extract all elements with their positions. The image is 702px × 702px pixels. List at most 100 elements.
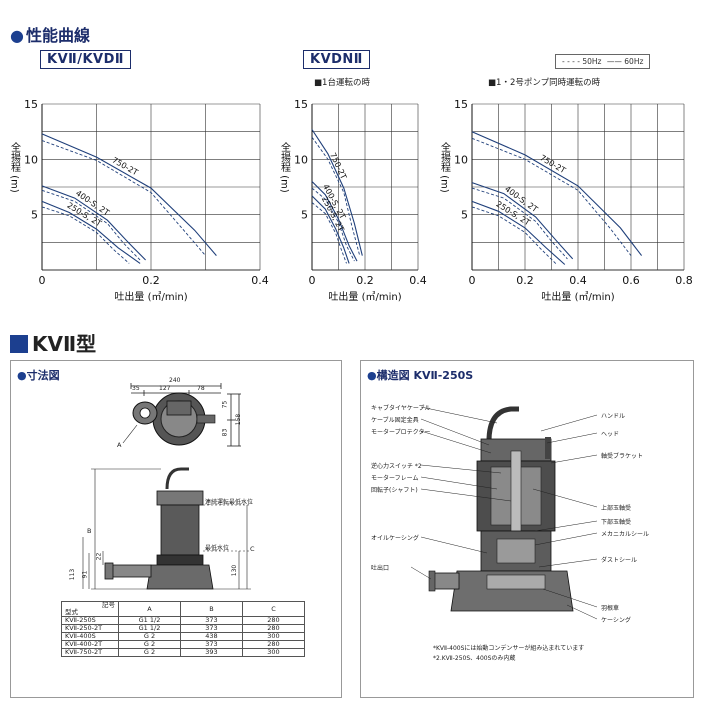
y-tick-label: 5: [461, 209, 468, 222]
structure-drawing-panel: ●構造図 KVⅡ-250S: [360, 360, 694, 698]
series-line-7502t-50hz: [41, 140, 206, 256]
dim-78: 78: [197, 385, 205, 392]
label-b: B: [87, 527, 92, 535]
dim-35: 35: [132, 385, 140, 392]
section-kv-type-title: KVⅡ型: [10, 328, 96, 357]
header-kigou: 記号: [102, 601, 115, 609]
curve-label: 750-2T: [111, 156, 140, 178]
y-tick-label: 10: [24, 153, 38, 166]
structure-cross-section: [410, 406, 598, 620]
label-rotor-shaft: 回転子(シャフト): [371, 487, 418, 494]
series-line-400s2t-60hz: [471, 182, 574, 260]
footnote-switch: *2.KVⅡ-250S、400Sのみ内蔵: [433, 655, 516, 662]
frequency-legend: - - - - 50Hz —— 60Hz: [555, 54, 651, 69]
series-line-400s2t-50hz: [41, 189, 141, 261]
x-tick-label: 0.6: [622, 274, 640, 287]
dim-91: 91: [81, 570, 89, 579]
dim-83: 83: [221, 428, 229, 437]
series-line-250s2t-50hz: [311, 202, 347, 264]
series-line-400s2t-50hz: [471, 187, 568, 260]
curve-label: 750-2T: [328, 151, 348, 180]
x-tick-label: 0.2: [516, 274, 534, 287]
label-motor-frame: モーターフレーム: [371, 475, 419, 482]
series-line-7502t-60hz: [471, 131, 643, 256]
label-dust-seal: ダストシール: [601, 557, 638, 564]
label-oil-casing: オイルケーシング: [371, 535, 419, 542]
pump-side-view: [104, 467, 214, 590]
x-tick-label: 0.2: [142, 274, 160, 287]
legend-60hz-swatch: ——: [606, 57, 622, 66]
model-label-kvdn: KVDNⅡ: [303, 50, 370, 69]
dim-75: 75: [221, 400, 229, 409]
level-min: 最低水位: [205, 545, 230, 552]
label-a: A: [117, 441, 122, 449]
x-axis-label: 吐出量 (㎥/min): [114, 290, 187, 302]
x-tick-label: 0.4: [569, 274, 587, 287]
header-col-a: A: [118, 601, 181, 617]
y-tick-label: 15: [24, 98, 38, 111]
label-head: ヘッド: [601, 431, 620, 438]
level-continuous-min: 連続運転最低水位: [205, 499, 254, 506]
legend-60hz-label: 60Hz: [624, 57, 644, 66]
y-tick-label: 15: [294, 98, 308, 111]
y-tick-label: 15: [454, 98, 468, 111]
dim-22: 22: [95, 552, 103, 561]
label-discharge-port: 吐出口: [371, 565, 390, 572]
pump-cross-section: [428, 406, 574, 612]
series-line-250s2t-60hz: [311, 195, 350, 264]
model-label-kv-kvd: KVⅡ/KVDⅡ: [40, 50, 131, 69]
label-cable-clamp: ケーブル固定金具: [371, 417, 419, 424]
series-line-7502t-60hz: [311, 129, 363, 256]
series-line-400s2t-60hz: [311, 181, 358, 262]
series-line-250s2t-60hz: [41, 200, 141, 264]
cell-b: 393: [180, 648, 243, 657]
x-tick-label: 0: [309, 274, 316, 287]
pump-top-view: [132, 392, 216, 446]
header-model: 型式: [65, 608, 78, 616]
y-axis-label: 全揚程 (m): [279, 141, 291, 193]
dim-113: 113: [69, 568, 77, 581]
series-line-250s2t-50hz: [41, 206, 130, 264]
header-col-b: B: [180, 601, 243, 617]
footnote-capacitor: *KVⅡ-400Sには始動コンデンサーが組み込まれています: [433, 645, 585, 652]
dimension-drawing-title: ●寸法図: [17, 369, 60, 382]
cell-a: G 2: [118, 648, 181, 657]
header-col-c: C: [242, 601, 305, 617]
note-dual-operation: ■1・2号ポンプ同時運転の時: [488, 78, 601, 88]
dim-158: 158: [235, 413, 243, 426]
x-axis-label: 吐出量 (㎥/min): [328, 290, 401, 302]
label-motor-protector: モータープロテクター: [371, 429, 431, 436]
series-line-400s2t-50hz: [311, 187, 355, 262]
x-tick-label: 0: [39, 274, 46, 287]
label-mechanical-seal: メカニカルシール: [601, 531, 650, 538]
label-impeller: 羽根車: [601, 605, 620, 612]
table-header-corner: 記号 型式: [61, 601, 119, 617]
heading-square-icon: [10, 335, 28, 353]
series-line-400s2t-60hz: [41, 185, 146, 261]
series-line-250s2t-60hz: [471, 200, 566, 265]
y-axis-label: 全揚程 (m): [439, 141, 451, 193]
dim-127: 127: [159, 385, 171, 392]
dim-240: 240: [169, 377, 181, 384]
dimension-drawing: [82, 383, 251, 590]
x-tick-label: 0.2: [356, 274, 374, 287]
x-tick-label: 0.8: [675, 274, 693, 287]
legend-50hz-swatch: - - - -: [562, 57, 580, 66]
series-line-7502t-60hz: [41, 133, 217, 256]
y-tick-label: 10: [294, 153, 308, 166]
section-performance-title: ●性能曲線: [10, 26, 90, 45]
x-tick-label: 0.4: [409, 274, 427, 287]
curve-label: 750-2T: [538, 153, 567, 175]
y-tick-label: 5: [301, 209, 308, 222]
table-row: KVⅡ-750-2T G 2 393 300: [61, 648, 305, 657]
legend-50hz-label: 50Hz: [582, 57, 602, 66]
cell-c: 300: [242, 648, 305, 657]
structure-drawing-title: ●構造図 KVⅡ-250S: [367, 369, 474, 382]
label-upper-bearing: 上部玉軸受: [601, 505, 632, 512]
cell-model: KVⅡ-750-2T: [61, 648, 119, 657]
label-c: C: [250, 545, 255, 553]
label-centrifugal-switch: 逆心力スイッチ *2: [371, 463, 422, 470]
label-cabtire-cable: キャブタイヤケーブル: [371, 405, 431, 412]
